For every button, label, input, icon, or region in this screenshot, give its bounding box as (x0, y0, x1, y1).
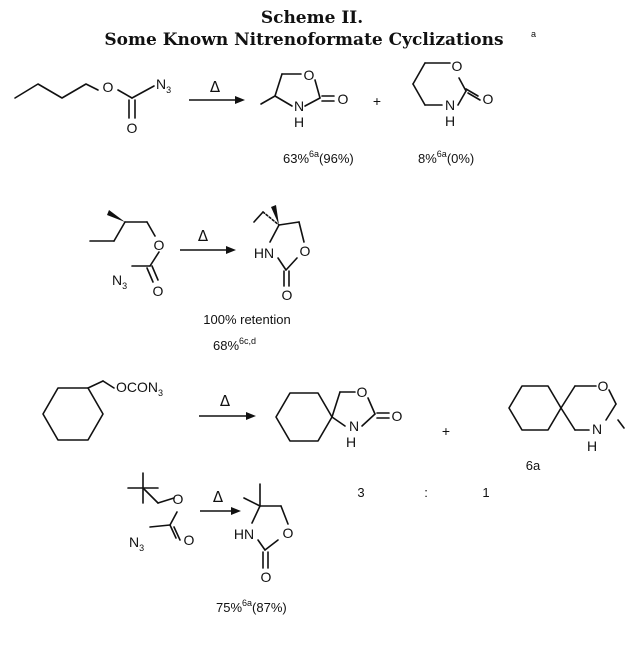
chiral-oxazolidinone-structure: HN O O (253, 205, 311, 303)
reaction-2: O O N3 Δ HN O O 100% retention 68%6c,d (89, 205, 311, 353)
chiral-azidoformate-structure: O O N3 (89, 210, 165, 299)
atom-o: O (154, 237, 165, 253)
atom-n: N (294, 98, 304, 114)
yield-label: 75%6a(87%) (216, 598, 287, 615)
atom-h: H (587, 438, 597, 454)
fused-oxazinanone-structure: O N H (508, 378, 625, 454)
atom-o: O (173, 491, 184, 507)
scheme-footnote-mark: a (531, 29, 536, 39)
atom-o: O (452, 58, 463, 74)
atom-n: N (445, 97, 455, 113)
reaction-1: O O N3 Δ O N H O + (14, 58, 494, 166)
yield-label: 8%6a(0%) (418, 149, 474, 166)
atom-n: N (349, 418, 359, 434)
reaction-3: OCON3 Δ O N H O + (42, 378, 625, 500)
yield-label: 68%6c,d (213, 336, 256, 353)
propyl-azidoformate-structure: O O N3 (14, 76, 171, 136)
atom-ocon3: OCON3 (116, 379, 163, 398)
atom-o: O (282, 287, 293, 303)
atom-n3: N3 (156, 76, 171, 95)
atom-h: H (346, 434, 356, 450)
compound-label: 6a (526, 458, 541, 473)
scheme-subtitle: Some Known Nitrenoformate Cyclizations (104, 30, 503, 50)
atom-o: O (103, 79, 114, 95)
atom-o: O (261, 569, 272, 585)
atom-h: H (294, 114, 304, 130)
cyclohexylmethyl-azidoformate-structure: OCON3 (42, 379, 163, 441)
dimethyl-oxazolidinone-structure: HN O O (234, 483, 294, 585)
atom-n3: N3 (129, 534, 144, 553)
heat-symbol: Δ (198, 227, 209, 245)
spiro-oxazolidinone-structure: O N H O (275, 384, 403, 450)
atom-o: O (598, 378, 609, 394)
yield-label: 63%6a(96%) (283, 149, 354, 166)
retention-label: 100% retention (203, 312, 290, 327)
atom-hn: HN (234, 526, 254, 542)
reaction-4: O O N3 Δ HN O O 75%6a(87%) (127, 472, 294, 615)
atom-n: N (592, 421, 602, 437)
atom-hn: HN (254, 245, 274, 261)
atom-o: O (483, 91, 494, 107)
atom-o: O (127, 120, 138, 136)
atom-o: O (153, 283, 164, 299)
plus-sign: + (373, 93, 381, 109)
heat-symbol: Δ (213, 488, 224, 506)
scheme-title: Scheme II. (261, 8, 363, 28)
oxazolidinone-structure: O N H O (260, 67, 349, 130)
atom-o: O (304, 67, 315, 83)
atom-o: O (184, 532, 195, 548)
atom-o: O (283, 525, 294, 541)
atom-h: H (445, 113, 455, 129)
ratio-value: 3 (357, 485, 364, 500)
tert-butyl-azidoformate-structure: O O N3 (127, 472, 195, 553)
heat-symbol: Δ (210, 78, 221, 96)
ratio-separator: : (424, 485, 428, 500)
ratio-value: 1 (482, 485, 489, 500)
atom-o: O (392, 408, 403, 424)
plus-sign: + (442, 423, 450, 439)
atom-o: O (357, 384, 368, 400)
heat-symbol: Δ (220, 392, 231, 410)
oxazinanone-structure: O N H O (412, 58, 494, 129)
atom-o: O (338, 91, 349, 107)
atom-o: O (300, 243, 311, 259)
atom-n3: N3 (112, 272, 127, 291)
